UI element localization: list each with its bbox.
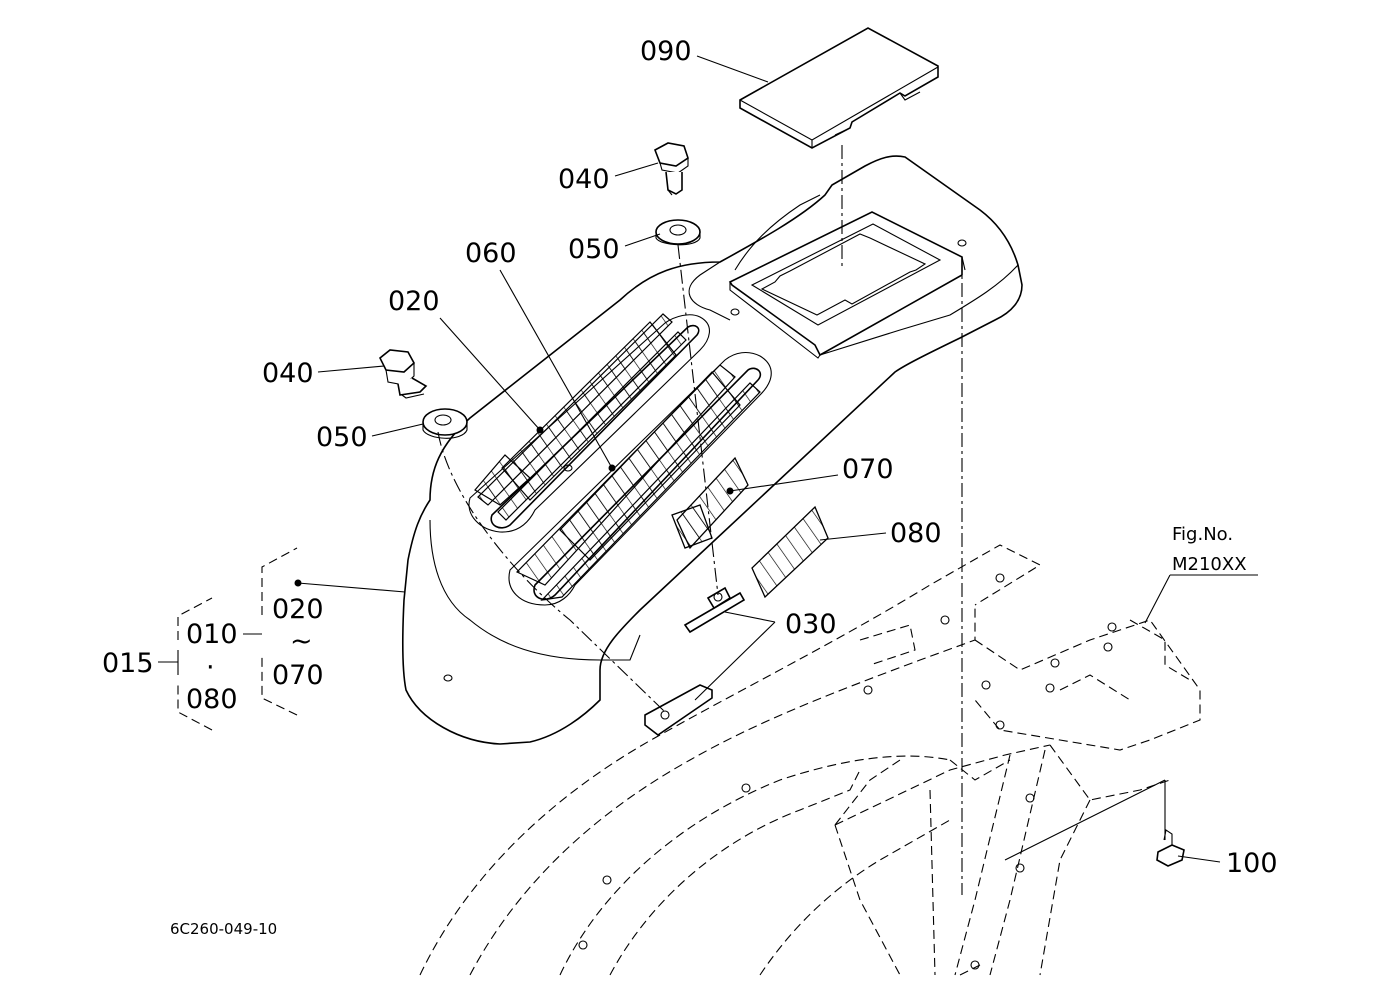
label-group-080: 080 — [186, 684, 238, 715]
washer-050-top — [655, 219, 701, 246]
label-040-top: 040 — [558, 164, 610, 195]
fig-ref-line2: M210XX — [1172, 554, 1247, 575]
label-group-010: 010 — [186, 619, 238, 650]
console-cover — [401, 155, 1023, 745]
label-030: 030 — [785, 609, 837, 640]
group-bracket — [158, 547, 298, 731]
label-060: 060 — [465, 238, 517, 269]
label-group-dot: · — [206, 652, 215, 683]
label-100: 100 — [1226, 848, 1278, 879]
drawing-code: 6C260-049-10 — [170, 920, 277, 938]
clip-030-b — [644, 684, 713, 736]
lid-090 — [739, 27, 939, 149]
bolt-040-left — [378, 349, 428, 399]
label-050-left: 050 — [316, 422, 368, 453]
label-050-top: 050 — [568, 234, 620, 265]
clip-030-a — [683, 586, 746, 634]
screw-100 — [1156, 829, 1185, 867]
fig-ref-line1: Fig.No. — [1172, 524, 1233, 545]
label-020: 020 — [388, 286, 440, 317]
leader-lines — [294, 55, 1258, 863]
label-group-070: 070 — [272, 660, 324, 691]
washer-050-left — [422, 408, 468, 439]
label-group-020: 020 — [272, 594, 324, 625]
label-group-tilde: ~ — [290, 626, 313, 657]
label-040-left: 040 — [262, 358, 314, 389]
frame-chassis — [419, 544, 1201, 976]
bolt-040-top — [654, 142, 689, 196]
label-090: 090 — [640, 36, 692, 67]
label-group-015: 015 — [102, 648, 154, 679]
label-070: 070 — [842, 454, 894, 485]
label-080: 080 — [890, 518, 942, 549]
assembly-centerlines — [437, 145, 1166, 895]
